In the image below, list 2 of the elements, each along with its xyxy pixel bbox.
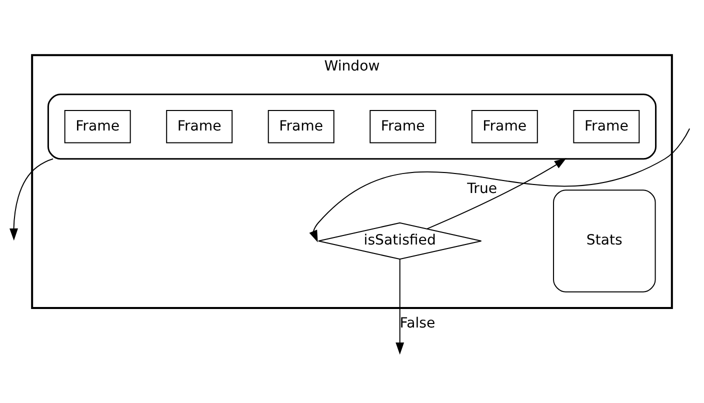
edge-label: True bbox=[467, 180, 498, 196]
edge-label: False bbox=[400, 314, 436, 331]
